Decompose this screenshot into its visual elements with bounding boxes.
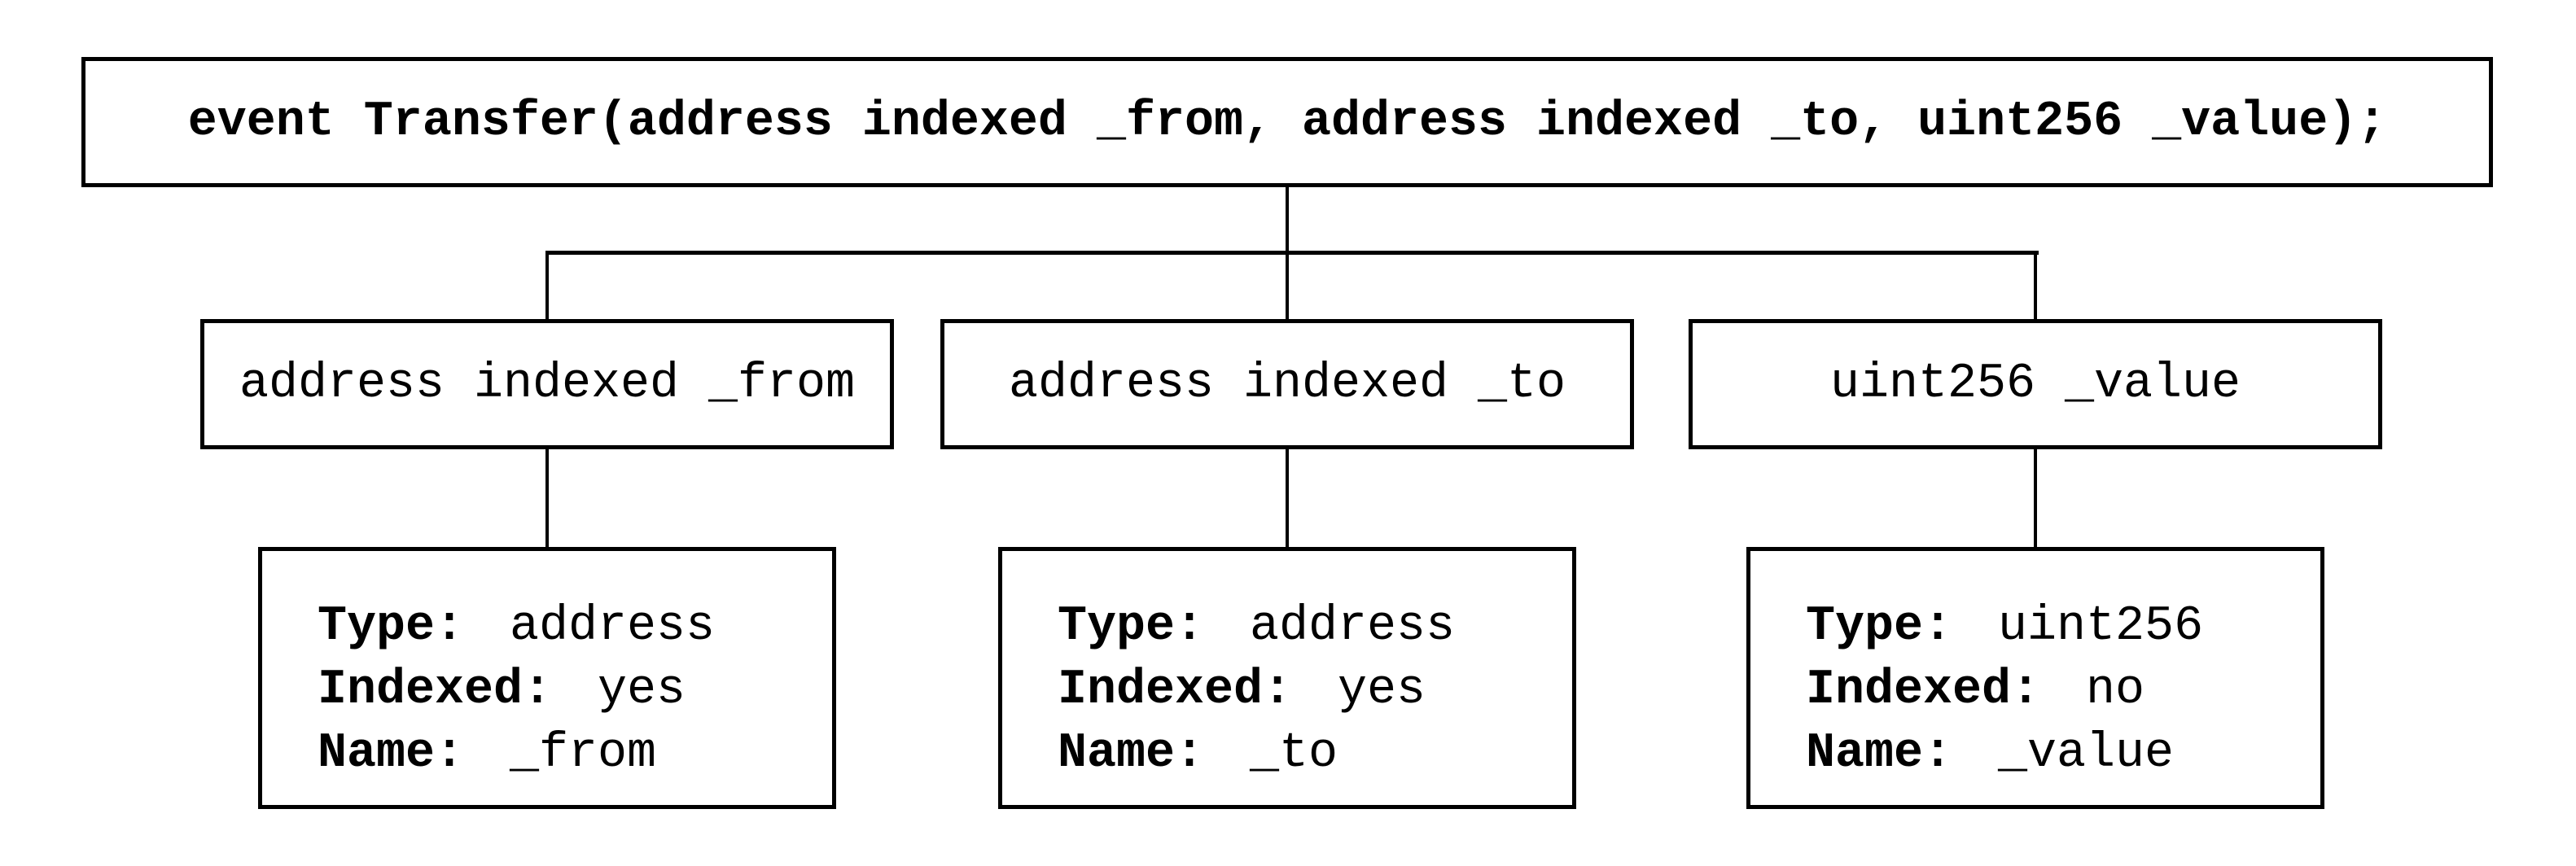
event-declaration-box: event Transfer(address indexed _from, ad… [81, 57, 2493, 187]
param-signature-value: uint256 _value [1829, 356, 2241, 412]
detail-value-indexed: yes [598, 663, 686, 718]
detail-row-type: Type: address [1058, 595, 1572, 658]
param-box-value: uint256 _value [1689, 319, 2382, 449]
detail-label-type: Type: [1806, 599, 1953, 654]
param-details-box-value: Type: uint256 Indexed: no Name: _value [1746, 547, 2324, 809]
connector-detail-to-line [1286, 449, 1289, 547]
detail-value-indexed: yes [1338, 663, 1426, 718]
detail-label-indexed: Indexed: [1058, 663, 1293, 718]
connector-drop-from-line [545, 252, 549, 319]
detail-row-type: Type: uint256 [1806, 595, 2320, 658]
detail-label-name: Name: [1806, 726, 1953, 781]
detail-label-name: Name: [318, 726, 465, 781]
detail-row-type: Type: address [318, 595, 832, 658]
detail-row-indexed: Indexed: no [1806, 658, 2320, 722]
param-details-box-to: Type: address Indexed: yes Name: _to [998, 547, 1576, 809]
detail-value-name: _to [1250, 726, 1338, 781]
connector-root-stub-line [1286, 187, 1289, 252]
detail-value-type: address [510, 599, 716, 654]
param-signature-to: address indexed _to [1008, 356, 1566, 412]
detail-row-indexed: Indexed: yes [318, 658, 832, 722]
detail-label-type: Type: [318, 599, 465, 654]
detail-row-indexed: Indexed: yes [1058, 658, 1572, 722]
detail-row-name: Name: _value [1806, 722, 2320, 785]
param-box-from: address indexed _from [200, 319, 894, 449]
param-signature-from: address indexed _from [239, 356, 856, 412]
detail-value-indexed: no [2086, 663, 2145, 718]
event-declaration-text: event Transfer(address indexed _from, ad… [187, 94, 2387, 150]
detail-row-name: Name: _to [1058, 722, 1572, 785]
connector-horizontal-rail [545, 251, 2039, 255]
detail-row-name: Name: _from [318, 722, 832, 785]
param-box-to: address indexed _to [940, 319, 1634, 449]
detail-label-indexed: Indexed: [318, 663, 553, 718]
connector-detail-value-line [2034, 449, 2037, 547]
connector-drop-to-line [1286, 252, 1289, 319]
connector-drop-value-line [2034, 252, 2037, 319]
connector-detail-from-line [545, 449, 549, 547]
param-details-box-from: Type: address Indexed: yes Name: _from [258, 547, 836, 809]
detail-value-type: uint256 [1998, 599, 2204, 654]
detail-label-type: Type: [1058, 599, 1205, 654]
detail-value-name: _value [1998, 726, 2175, 781]
detail-value-type: address [1250, 599, 1456, 654]
detail-label-name: Name: [1058, 726, 1205, 781]
detail-label-indexed: Indexed: [1806, 663, 2041, 718]
detail-value-name: _from [510, 726, 657, 781]
